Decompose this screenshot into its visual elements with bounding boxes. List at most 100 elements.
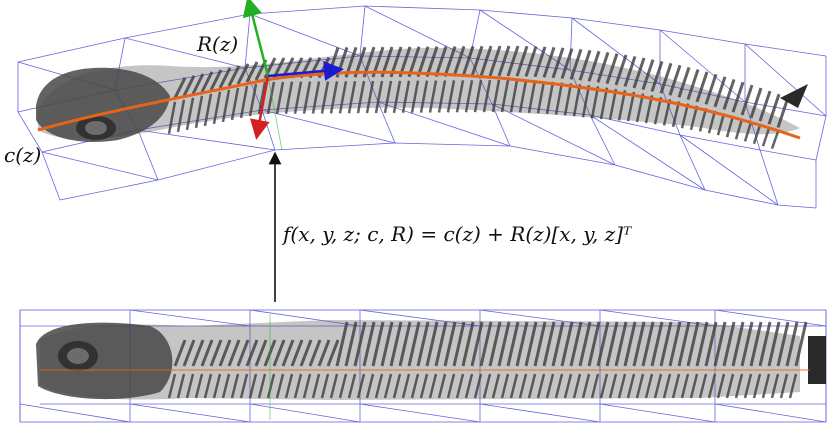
skeleton-ray <box>194 95 204 129</box>
skeleton-ray <box>632 57 646 89</box>
skeleton-ray <box>653 373 663 399</box>
skeleton-ray <box>509 373 519 399</box>
skeleton-ray <box>563 83 573 116</box>
skeleton-ray <box>455 80 465 113</box>
skeleton-ray <box>770 131 780 150</box>
skeleton-ray <box>437 80 447 113</box>
skeleton-ray <box>743 121 753 142</box>
skeleton-ray <box>596 51 610 83</box>
skeleton-ray <box>365 373 375 399</box>
skeleton-ray <box>176 373 186 399</box>
skeleton-ray <box>767 321 781 367</box>
skeleton-ray <box>527 373 537 399</box>
skeleton-ray <box>641 59 655 91</box>
skeleton-ray <box>461 321 475 367</box>
skeleton-ray <box>200 339 214 367</box>
skeleton-ray <box>686 321 700 367</box>
skeleton-ray <box>203 373 213 399</box>
skeleton-ray <box>365 80 375 114</box>
skeleton-ray <box>713 321 727 367</box>
skeleton-ray <box>218 339 232 367</box>
skeleton-ray <box>662 98 672 126</box>
skeleton-ray <box>248 373 258 399</box>
rotation-label: R(z) <box>197 32 239 56</box>
skeleton-ray <box>236 339 250 367</box>
skeleton-ray <box>542 321 556 367</box>
skeleton-ray <box>185 97 195 131</box>
skeleton-ray <box>587 321 601 367</box>
skeleton-ray <box>374 373 384 399</box>
skeleton-ray <box>518 80 528 113</box>
skeleton-ray <box>677 66 691 98</box>
skeleton-ray <box>380 321 394 367</box>
skeleton-ray <box>752 373 762 399</box>
skeleton-ray <box>623 321 637 367</box>
skeleton-ray <box>488 45 502 77</box>
skeleton-ray <box>608 373 618 399</box>
skeleton-ray <box>221 89 231 123</box>
skeleton-ray <box>434 321 448 367</box>
skeleton-ray <box>230 373 240 399</box>
skeleton-ray <box>509 79 519 113</box>
skeleton-ray <box>19 403 131 423</box>
skeleton-ray <box>686 69 700 101</box>
skeleton-ray <box>716 113 726 136</box>
skeleton-ray <box>419 373 429 399</box>
skeleton-ray <box>761 127 771 147</box>
skeleton-ray <box>359 309 481 327</box>
skeleton-ray <box>398 321 412 367</box>
skeleton-ray <box>284 373 294 399</box>
skeleton-ray <box>614 54 628 86</box>
skeleton-ray <box>311 373 321 399</box>
skeleton-ray <box>497 321 511 367</box>
local-frame-axes <box>242 0 344 151</box>
skeleton-ray <box>473 373 483 399</box>
skeleton-ray <box>536 373 546 399</box>
skeleton-ray <box>725 373 735 399</box>
skeleton-ray <box>470 45 484 77</box>
skeleton-ray <box>578 321 592 367</box>
skeleton-ray <box>500 79 510 113</box>
skeleton-ray <box>722 78 736 110</box>
skeleton-ray <box>257 81 267 115</box>
skeleton-ray <box>167 101 177 135</box>
skeleton-ray <box>209 69 223 91</box>
skeleton-ray <box>731 321 745 367</box>
skeleton-ray <box>239 85 249 119</box>
skeleton-ray <box>734 373 744 399</box>
skeleton-ray <box>569 321 583 367</box>
skeleton-ray <box>707 373 717 399</box>
skeleton-ray <box>249 309 361 327</box>
skeleton-ray <box>335 321 349 367</box>
skeleton-ray <box>644 95 654 124</box>
skeleton-ray <box>644 373 654 399</box>
skeleton-ray <box>185 373 195 399</box>
skeleton-ray <box>362 321 376 367</box>
skeleton-ray <box>668 321 682 367</box>
skeleton-ray <box>623 55 637 87</box>
skeleton-ray <box>353 321 367 367</box>
skeleton-ray <box>761 373 771 399</box>
skeleton-ray <box>734 118 744 140</box>
skeleton-ray <box>248 83 258 117</box>
skeleton-ray <box>551 321 565 367</box>
skeleton-ray <box>338 81 348 114</box>
skeleton-ray <box>542 46 556 78</box>
skeleton-ray <box>359 403 481 423</box>
skeleton-ray <box>218 67 232 89</box>
skeleton-ray <box>249 403 361 423</box>
skeleton-ray <box>569 48 583 80</box>
skeleton-ray <box>698 373 708 399</box>
skeleton-ray <box>230 87 240 121</box>
skeleton-ray <box>635 373 645 399</box>
skeleton-ray <box>173 339 187 367</box>
skeleton-ray <box>374 80 384 114</box>
skeleton-ray <box>635 93 645 123</box>
skeleton-ray <box>779 373 789 399</box>
straightened-fish-panel <box>19 309 827 423</box>
skeleton-ray <box>227 339 241 367</box>
skeleton-ray <box>281 339 295 367</box>
skeleton-ray <box>626 91 636 122</box>
skeleton-ray <box>203 93 213 127</box>
